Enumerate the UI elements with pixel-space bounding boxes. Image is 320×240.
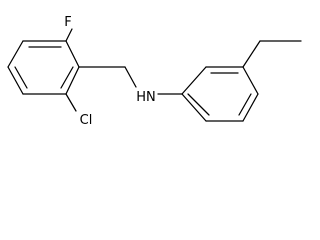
bond: [242, 66, 259, 95]
bond: [242, 93, 259, 122]
double-bond-inner: [187, 93, 210, 116]
bond: [65, 40, 80, 68]
bond: [7, 66, 24, 95]
bond: [7, 40, 24, 68]
double-bond-inner: [238, 93, 252, 116]
methylene-to-nitrogen-bond: [124, 66, 137, 88]
ring-to-ethyl-bond: [242, 40, 261, 68]
amine-label: HN: [136, 90, 156, 105]
left-benzene-ring: [7, 40, 80, 95]
bond: [181, 66, 207, 95]
double-bond-inner: [14, 66, 28, 89]
bond: [181, 93, 207, 122]
molecule-structure-diagram: F Cl HN: [7, 15, 302, 128]
carbon-fluorine-bond: [65, 28, 73, 42]
double-bond-inner: [60, 66, 74, 89]
right-benzene-ring: [181, 66, 259, 122]
chlorine-label: Cl: [80, 113, 93, 128]
fluorine-label: F: [64, 15, 71, 30]
bond: [65, 66, 80, 95]
carbon-chlorine-bond: [65, 93, 77, 112]
